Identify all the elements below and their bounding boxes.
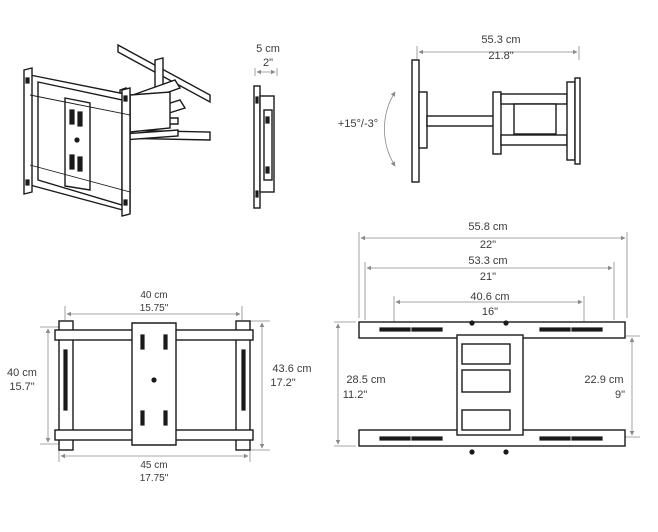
top-extension-cm: 55.3 cm — [481, 34, 520, 46]
bracket-max-spacing-in: 21" — [480, 271, 496, 283]
bracket-height-cm: 28.5 cm — [346, 374, 385, 386]
bracket-min-spacing-cm: 40.6 cm — [470, 291, 509, 303]
wall-height-in: 15.7" — [9, 381, 34, 393]
wall-outer-height-in: 17.2" — [270, 377, 295, 389]
side-depth-cm: 5 cm — [256, 43, 280, 55]
wall-height-cm: 40 cm — [7, 367, 37, 379]
wall-width-cm: 45 cm — [140, 460, 167, 471]
wall-spacing-cm: 40 cm — [140, 290, 167, 301]
bracket-inner-height-in: 9" — [615, 389, 625, 401]
bracket-max-spacing-cm: 53.3 cm — [468, 255, 507, 267]
wall-width-in: 17.75" — [140, 473, 169, 484]
bracket-height-in: 11.2" — [343, 389, 368, 401]
top-extension-in: 21.8" — [488, 50, 513, 62]
bracket-inner-height-cm: 22.9 cm — [584, 374, 623, 386]
top-view: 55.3 cm 21.8" +15°/-3° — [338, 34, 581, 183]
bracket-min-spacing-in: 16" — [482, 306, 498, 318]
bracket-total-width-in: 22" — [480, 239, 496, 251]
isometric-view — [23, 43, 211, 217]
tv-bracket-view: 55.8 cm 22" 53.3 cm 21" 40.6 cm 16" 28.5… — [334, 221, 640, 455]
wall-outer-height-cm: 43.6 cm — [272, 363, 311, 375]
side-depth-in: 2" — [263, 57, 273, 69]
bracket-total-width-cm: 55.8 cm — [468, 221, 507, 233]
tilt-range: +15°/-3° — [338, 118, 378, 130]
side-view: 5 cm 2" — [253, 43, 280, 209]
wall-plate-view: 40 cm 15.75" 40 cm 15.7" 43.6 cm 17.2" 4… — [7, 290, 312, 484]
wall-spacing-in: 15.75" — [140, 303, 169, 314]
